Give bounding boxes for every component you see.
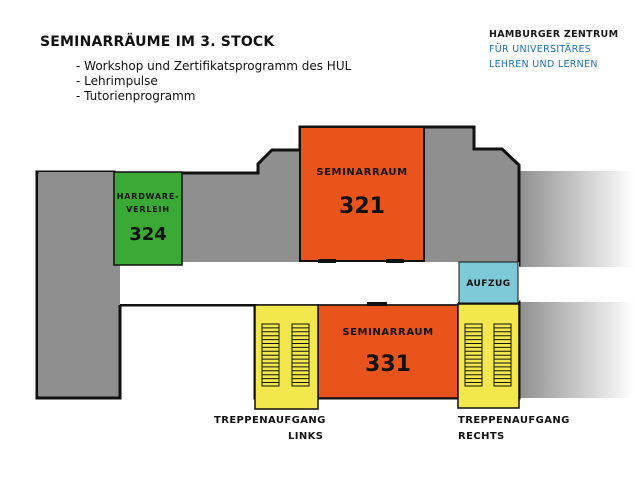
- staircase-left-label: TREPPENAUFGANG LINKS: [214, 413, 326, 445]
- door-321-right: [386, 259, 404, 263]
- elevator: [458, 261, 519, 304]
- corridor: [120, 262, 458, 304]
- offer-item: Workshop und Zertifikatsprogramm des HUL: [76, 59, 351, 74]
- door-321-left: [318, 259, 336, 263]
- logo-line-1: HAMBURGER ZENTRUM: [489, 29, 619, 40]
- offer-item: Tutorienprogramm: [76, 89, 351, 104]
- room-321: [299, 126, 425, 262]
- staircase-left-line-1: TREPPENAUFGANG: [214, 415, 326, 426]
- logo-line-2: FÜR UNIVERSITÄRES: [489, 44, 592, 55]
- room-324-name-line-1: HARDWARE-: [116, 192, 180, 201]
- stair-steps: [261, 323, 512, 387]
- staircase-right: [457, 303, 520, 409]
- door-331: [367, 302, 387, 306]
- offer-item: Lehrimpulse: [76, 74, 351, 89]
- logo-line-3: LEHREN UND LERNEN: [489, 59, 598, 70]
- staircase-right-label: TREPPENAUFGANG RECHTS: [458, 413, 570, 445]
- left-wing-outline: [35, 172, 122, 400]
- east-wing-lower: [519, 302, 634, 398]
- building-fill-fix: [38, 174, 118, 396]
- offer-list: Workshop und Zertifikatsprogramm des HUL…: [76, 59, 351, 104]
- room-321-number: 321: [339, 194, 385, 219]
- page-title: SEMINARRÄUME IM 3. STOCK: [40, 34, 275, 50]
- room-324-name: HARDWARE- VERLEIH: [114, 190, 182, 216]
- institution-logo: HAMBURGER ZENTRUM FÜR UNIVERSITÄRES LEHR…: [489, 27, 618, 72]
- room-321-name: SEMINARRAUM: [316, 167, 408, 178]
- room-324: [113, 171, 183, 266]
- staircase-right-line-2: RECHTS: [458, 431, 505, 442]
- elevator-label: AUFZUG: [466, 279, 511, 289]
- room-324-number: 324: [129, 224, 167, 245]
- staircase-left: [254, 304, 319, 410]
- room-331-number: 331: [365, 352, 411, 377]
- room-331-name: SEMINARRAUM: [342, 327, 434, 338]
- staircase-right-line-1: TREPPENAUFGANG: [458, 415, 570, 426]
- room-324-name-line-2: VERLEIH: [126, 205, 170, 214]
- staircase-left-line-2: LINKS: [288, 431, 324, 442]
- corridor-east: [420, 262, 458, 302]
- east-wing-upper: [519, 171, 634, 267]
